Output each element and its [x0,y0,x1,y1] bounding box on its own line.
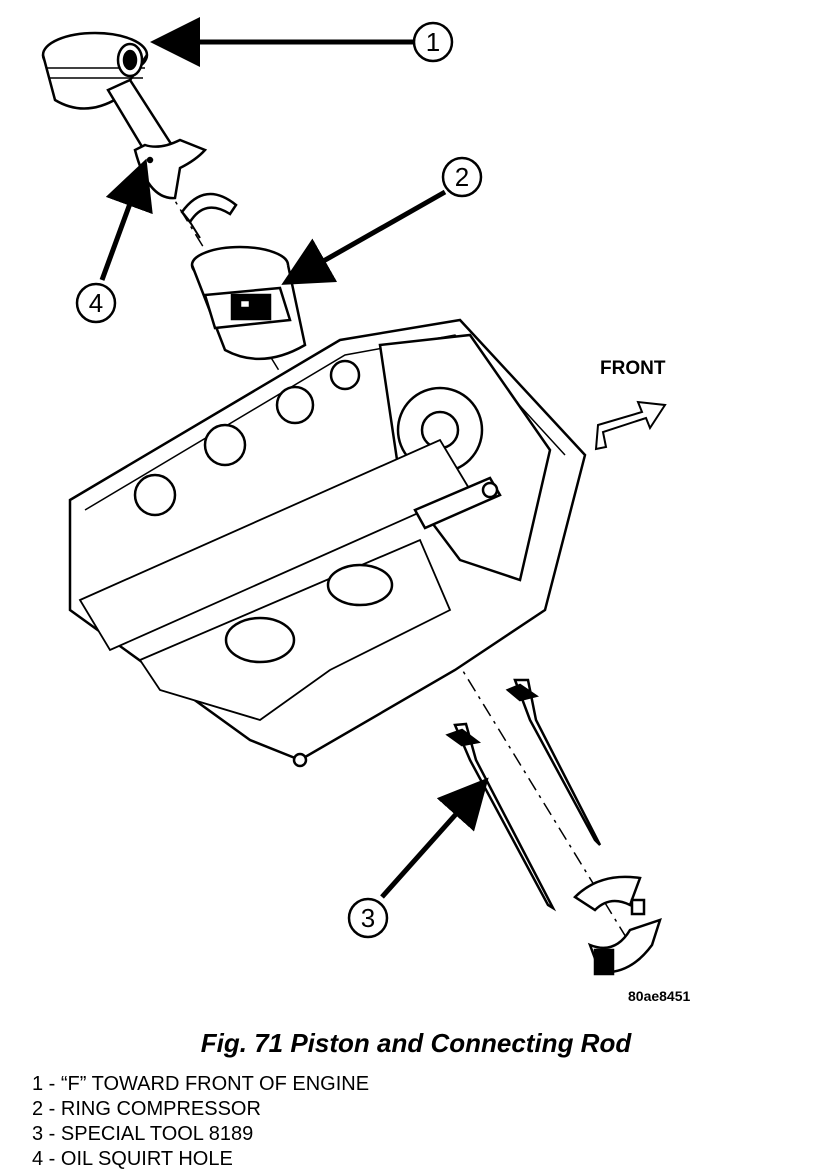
exploded-view-drawing: 1 2 3 4 [41,17,667,976]
callout-legend: 1 - “F” TOWARD FRONT OF ENGINE 2 - RING … [32,1072,369,1172]
legend-item: 4 - OIL SQUIRT HOLE [32,1148,233,1170]
callout-1: 1 [150,17,454,67]
legend-item: 1 - “F” TOWARD FRONT OF ENGINE [32,1073,370,1095]
callout-3-number: 3 [361,903,375,933]
callout-4: 4 [75,158,153,324]
upper-bearing-shell [180,192,238,225]
special-tool-rods [445,678,602,912]
callout-3: 3 [347,777,489,939]
figure-caption: Fig. 71 Piston and Connecting Rod [200,1028,632,1058]
front-direction-arrow [594,400,667,451]
callout-1-number: 1 [426,27,440,57]
front-label: FRONT [600,358,666,379]
legend-item: 3 - SPECIAL TOOL 8189 [32,1123,254,1145]
legend-item: 2 - RING COMPRESSOR [32,1098,261,1120]
callout-2-number: 2 [455,162,469,192]
rod-bearing-cap [573,875,662,976]
engine-block [68,318,587,768]
piston-and-rod [41,31,208,200]
callout-2: 2 [281,156,483,285]
ring-compressor [190,245,307,361]
figure-id: 80ae8451 [628,988,691,1004]
callout-4-number: 4 [89,288,103,318]
